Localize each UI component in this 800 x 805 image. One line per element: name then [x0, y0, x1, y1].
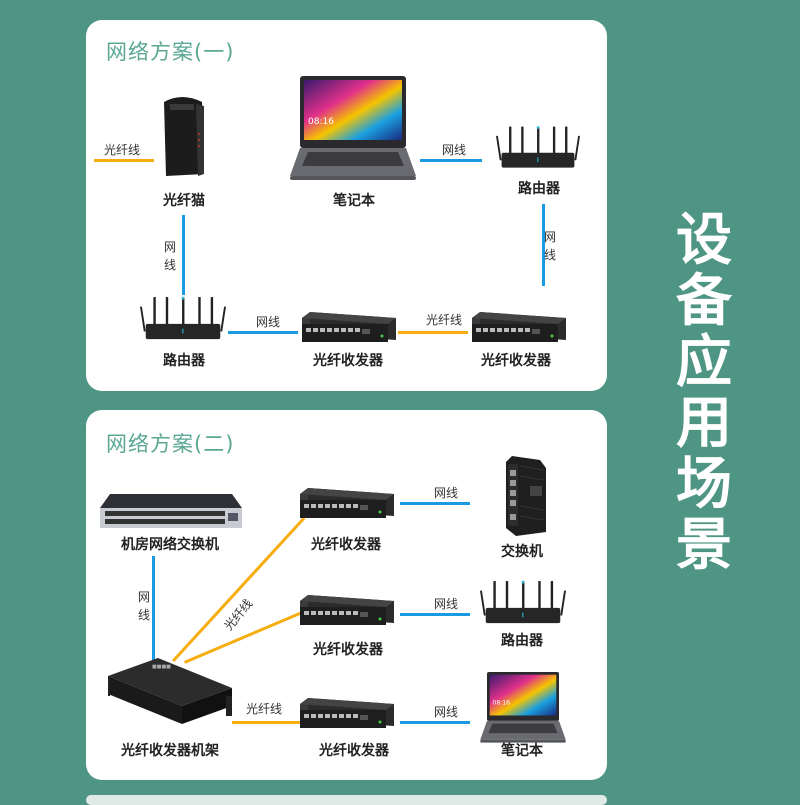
- ethernet-line: [400, 502, 470, 505]
- scheme-1-title: 网络方案(一): [106, 40, 235, 64]
- ethernet-line: [152, 556, 155, 660]
- fiber-transceiver-icon: [300, 698, 394, 732]
- fiber-line: [232, 721, 302, 724]
- laptop-label: 笔记本: [333, 193, 375, 209]
- scheme-1-card: 网络方案(一) 光纤线 光纤猫 笔记本 网线 路由器 网线 网线 路由器 网线 …: [86, 20, 607, 391]
- ethernet-line: [542, 204, 545, 286]
- chassis-label: 光纤收发器机架: [121, 743, 219, 759]
- modem-label: 光纤猫: [163, 193, 205, 209]
- router-icon: [480, 580, 566, 628]
- core-switch-icon: [100, 494, 242, 530]
- ethernet-line-label: 网线: [434, 705, 459, 719]
- router-label: 路由器: [163, 353, 205, 369]
- next-card-edge: [86, 795, 607, 805]
- ethernet-line-label: 网线: [138, 590, 151, 622]
- core-switch-label: 机房网络交换机: [121, 537, 219, 553]
- transceiver-label: 光纤收发器: [481, 353, 551, 369]
- transceiver-label: 光纤收发器: [319, 743, 389, 759]
- fiber-modem-icon: [158, 96, 206, 178]
- switch-label: 交换机: [501, 544, 543, 560]
- laptop-icon: [480, 672, 566, 744]
- laptop-label: 笔记本: [501, 743, 543, 759]
- side-title: 设备应用场景: [676, 208, 732, 578]
- router-icon: [496, 126, 580, 172]
- fiber-line-label: 光纤线: [104, 143, 141, 157]
- fiber-line-label: 光纤线: [426, 313, 463, 327]
- router-label: 路由器: [501, 633, 543, 649]
- ethernet-line-label: 网线: [544, 230, 557, 262]
- scheme-2-card: 网络方案(二) 机房网络交换机 网线 光纤收发器机架 光纤线 光纤收发器 网线 …: [86, 410, 607, 780]
- fiber-line-label: 光纤线: [246, 702, 283, 716]
- industrial-switch-icon: [506, 456, 546, 536]
- ethernet-line-label: 网线: [164, 240, 177, 272]
- ethernet-line-label: 网线: [434, 486, 459, 500]
- fiber-transceiver-icon: [300, 595, 394, 629]
- ethernet-line: [400, 721, 470, 724]
- router-icon: [140, 296, 226, 344]
- ethernet-line-label: 网线: [434, 597, 459, 611]
- ethernet-line-label: 网线: [442, 143, 467, 157]
- ethernet-line: [400, 613, 470, 616]
- router-label: 路由器: [518, 181, 560, 197]
- transceiver-label: 光纤收发器: [311, 537, 381, 553]
- fiber-transceiver-icon: [302, 312, 396, 346]
- fiber-transceiver-icon: [472, 312, 566, 346]
- ethernet-line: [182, 215, 185, 295]
- fiber-transceiver-icon: [300, 488, 394, 522]
- ethernet-line: [420, 159, 482, 162]
- transceiver-label: 光纤收发器: [313, 353, 383, 369]
- ethernet-line: [228, 331, 298, 334]
- transceiver-chassis-icon: [108, 658, 232, 724]
- fiber-line: [398, 331, 468, 334]
- fiber-line: [94, 159, 154, 162]
- transceiver-label: 光纤收发器: [313, 642, 383, 658]
- scheme-2-title: 网络方案(二): [106, 432, 235, 456]
- laptop-icon: [290, 76, 416, 182]
- ethernet-line-label: 网线: [256, 315, 281, 329]
